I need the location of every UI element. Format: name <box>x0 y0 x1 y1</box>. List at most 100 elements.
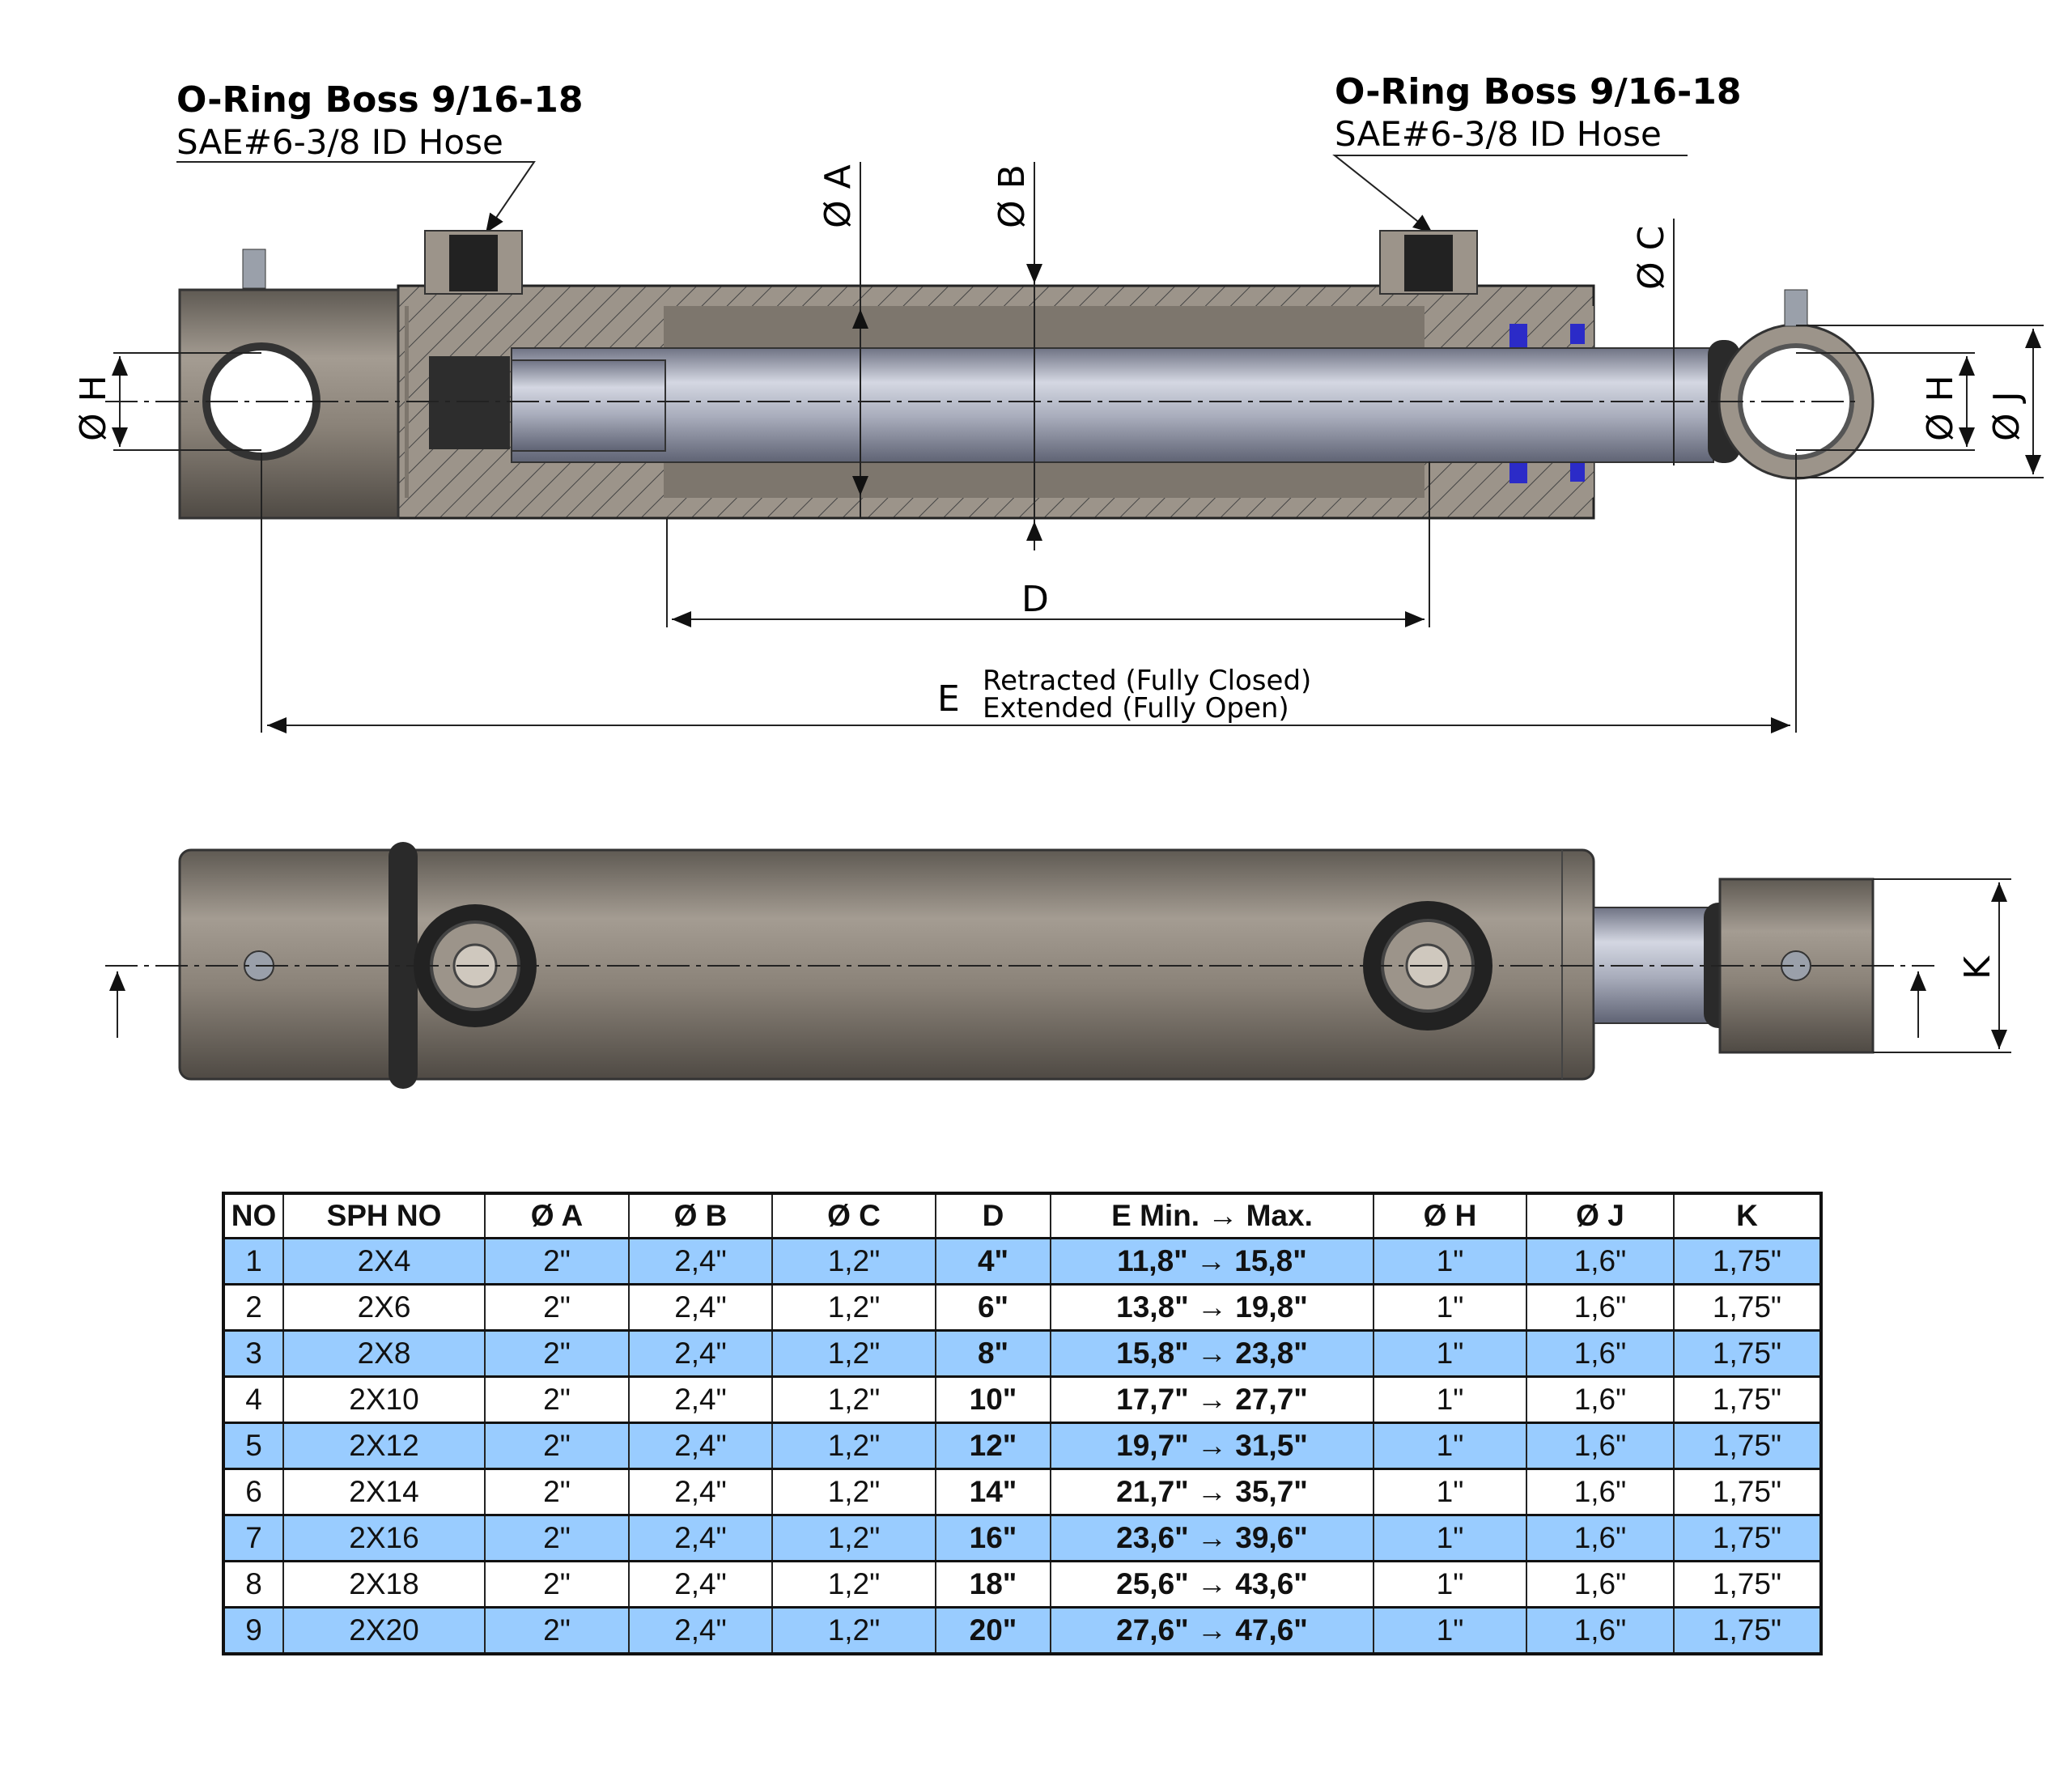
svg-text:Retracted (Fully Closed): Retracted (Fully Closed) <box>983 665 1311 697</box>
column-header: NO <box>223 1192 284 1239</box>
table-cell: 1,2" <box>771 1422 936 1470</box>
table-cell: 1,6" <box>1526 1606 1675 1655</box>
port-label-left: O-Ring Boss 9/16-18 SAE#6-3/8 ID Hose <box>176 79 583 234</box>
table-cell: 27,6" → 47,6" <box>1050 1606 1374 1655</box>
table-cell: 1" <box>1373 1375 1527 1424</box>
table-cell: 1,6" <box>1526 1237 1675 1286</box>
table-cell: 1,6" <box>1526 1329 1675 1378</box>
column-header: Ø J <box>1526 1192 1675 1239</box>
table-cell: 15,8" → 23,8" <box>1050 1329 1374 1378</box>
svg-text:K: K <box>1957 955 1998 980</box>
table-cell: 2" <box>484 1560 630 1609</box>
table-cell: 1,6" <box>1526 1468 1675 1516</box>
port-label-right: O-Ring Boss 9/16-18 SAE#6-3/8 ID Hose <box>1332 71 1741 234</box>
table-cell: 1,2" <box>771 1329 936 1378</box>
table-cell: 1,75" <box>1673 1422 1822 1470</box>
table-cell: 1" <box>1373 1329 1527 1378</box>
table-cell: 2" <box>484 1237 630 1286</box>
table-cell: 2,4" <box>628 1422 773 1470</box>
table-cell: 2" <box>484 1514 630 1562</box>
table-cell: 1,75" <box>1673 1329 1822 1378</box>
table-cell: 2X6 <box>282 1283 486 1332</box>
table-cell: 8 <box>223 1560 284 1609</box>
table-cell: 1" <box>1373 1514 1527 1562</box>
table-cell: 1,75" <box>1673 1237 1822 1286</box>
table-cell: 6 <box>223 1468 284 1516</box>
table-cell: 1,6" <box>1526 1514 1675 1562</box>
table-cell: 1,2" <box>771 1514 936 1562</box>
table-cell: 2,4" <box>628 1329 773 1378</box>
table-cell: 1,75" <box>1673 1606 1822 1655</box>
table-cell: 9 <box>223 1606 284 1655</box>
table-cell: 1,2" <box>771 1283 936 1332</box>
table-cell: 2,4" <box>628 1560 773 1609</box>
grease-fitting-left <box>242 249 266 289</box>
cylinder-drawing: O-Ring Boss 9/16-18 SAE#6-3/8 ID Hose O-… <box>73 71 2044 1089</box>
table-cell: 1,6" <box>1526 1375 1675 1424</box>
table-cell: 1,75" <box>1673 1514 1822 1562</box>
table-cell: 1,6" <box>1526 1422 1675 1470</box>
table-cell: 2X4 <box>282 1237 486 1286</box>
column-header: Ø A <box>484 1192 630 1239</box>
table-cell: 1,2" <box>771 1468 936 1516</box>
table-cell: 14" <box>935 1468 1051 1516</box>
table-cell: 1,75" <box>1673 1468 1822 1516</box>
table-cell: 2X10 <box>282 1375 486 1424</box>
table-cell: 1,2" <box>771 1375 936 1424</box>
column-header: D <box>935 1192 1051 1239</box>
table-cell: 2,4" <box>628 1375 773 1424</box>
grease-fitting-right <box>1784 289 1808 327</box>
table-cell: 2,4" <box>628 1514 773 1562</box>
table-cell: 2" <box>484 1329 630 1378</box>
table-cell: 13,8" → 19,8" <box>1050 1283 1374 1332</box>
column-header: Ø H <box>1373 1192 1527 1239</box>
table-cell: 1" <box>1373 1422 1527 1470</box>
table-cell: 2X18 <box>282 1560 486 1609</box>
table-cell: 2X16 <box>282 1514 486 1562</box>
table-cell: 8" <box>935 1329 1051 1378</box>
table-cell: 25,6" → 43,6" <box>1050 1560 1374 1609</box>
table-cell: 2X8 <box>282 1329 486 1378</box>
table-cell: 6" <box>935 1283 1051 1332</box>
table-cell: 2 <box>223 1283 284 1332</box>
svg-text:E: E <box>937 678 960 720</box>
svg-text:Ø C: Ø C <box>1631 226 1672 290</box>
table-cell: 1,6" <box>1526 1560 1675 1609</box>
table-cell: 2,4" <box>628 1237 773 1286</box>
svg-text:Ø H: Ø H <box>1920 375 1961 441</box>
table-cell: 1" <box>1373 1560 1527 1609</box>
svg-text:O-Ring Boss 9/16-18: O-Ring Boss 9/16-18 <box>1335 71 1741 113</box>
table-cell: 1" <box>1373 1468 1527 1516</box>
table-cell: 1,2" <box>771 1560 936 1609</box>
table-cell: 17,7" → 27,7" <box>1050 1375 1374 1424</box>
svg-text:D: D <box>1021 579 1049 620</box>
table-cell: 2" <box>484 1468 630 1516</box>
svg-text:Ø J: Ø J <box>1986 391 2027 441</box>
column-header: K <box>1673 1192 1822 1239</box>
piston-rod <box>511 347 1714 463</box>
column-header: Ø C <box>771 1192 936 1239</box>
svg-text:Extended (Fully Open): Extended (Fully Open) <box>983 692 1289 725</box>
table-cell: 1,2" <box>771 1606 936 1655</box>
table-cell: 2" <box>484 1283 630 1332</box>
dimensions <box>112 162 2044 733</box>
table-cell: 2" <box>484 1422 630 1470</box>
table-cell: 2,4" <box>628 1468 773 1516</box>
table-cell: 1,75" <box>1673 1560 1822 1609</box>
column-header: E Min. → Max. <box>1050 1192 1374 1239</box>
svg-text:SAE#6-3/8 ID Hose: SAE#6-3/8 ID Hose <box>1335 114 1662 154</box>
table-cell: 2,4" <box>628 1606 773 1655</box>
table-cell: 4" <box>935 1237 1051 1286</box>
column-header: Ø B <box>628 1192 773 1239</box>
table-cell: 18" <box>935 1560 1051 1609</box>
table-cell: 1" <box>1373 1237 1527 1286</box>
